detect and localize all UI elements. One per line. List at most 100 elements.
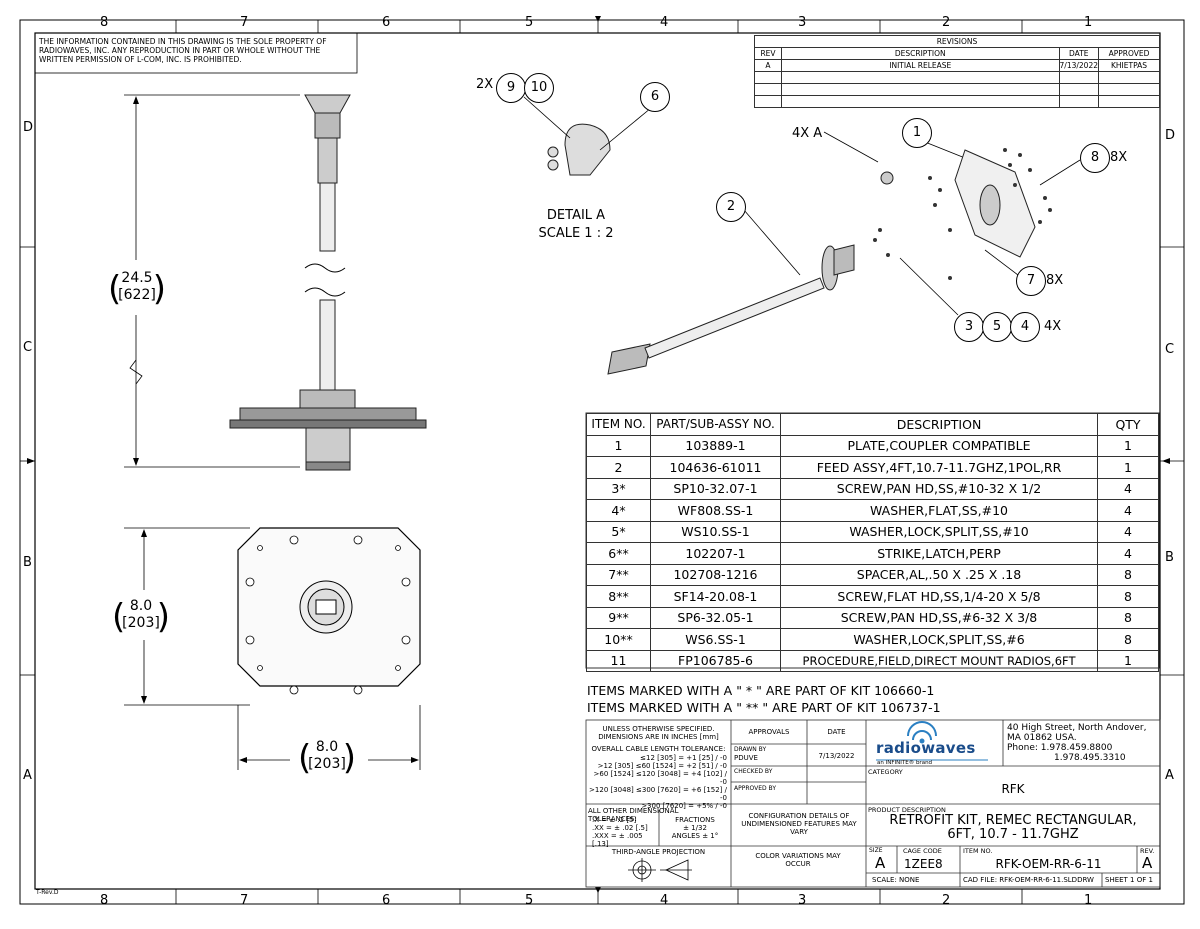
balloon-8-qty: 8X <box>1110 150 1128 165</box>
bom-header-part: PART/SUB-ASSY NO. <box>650 413 781 436</box>
balloon-4: 4 <box>1010 312 1040 342</box>
date-label: DATE <box>827 728 846 736</box>
balloon-7-qty: 8X <box>1046 273 1064 288</box>
other-tolerance-label: ALL OTHER DIMENSIONAL TOLERANCES: <box>588 807 679 823</box>
rev-header-description: DESCRIPTION <box>781 47 1060 60</box>
scale-note: SCALE: NONE <box>872 876 920 884</box>
approvals-label: APPROVALS <box>748 728 790 736</box>
rev-label: REV. <box>1140 847 1155 855</box>
category-value: RFK <box>1001 782 1025 796</box>
bottom-mm: [203] <box>308 756 346 772</box>
zone-bottom-2: 2 <box>942 893 951 908</box>
bom-item: 6** <box>586 542 651 565</box>
balloon-4-qty: 4X <box>1044 319 1062 334</box>
bom-header-description: DESCRIPTION <box>780 413 1098 436</box>
bom-qty: 4 <box>1097 499 1159 522</box>
form-revision: T-Rev.D <box>36 889 59 896</box>
item-number-value: RFK-OEM-RR-6-11 <box>995 857 1102 871</box>
zone-bottom-5: 5 <box>525 893 534 908</box>
bom-qty: 8 <box>1097 606 1159 629</box>
balloon-1: 1 <box>902 118 932 148</box>
bom-part: WS10.SS-1 <box>650 520 781 543</box>
bom-qty: 1 <box>1097 456 1159 479</box>
rev-row-approved: KHIETPAS <box>1098 59 1160 72</box>
cage-code-label: CAGE CODE <box>903 847 942 855</box>
balloon-8: 8 <box>1080 143 1110 173</box>
bom-description: SCREW,FLAT HD,SS,1/4-20 X 5/8 <box>780 585 1098 608</box>
zone-bottom-3: 3 <box>798 893 807 908</box>
side-value: 8.0 <box>129 598 153 614</box>
detail-qty-2x: 2X <box>476 77 494 92</box>
zone-top-8: 8 <box>100 15 109 30</box>
item-number-label: ITEM NO. <box>963 847 993 855</box>
bom-item: 9** <box>586 606 651 629</box>
bom-qty: 1 <box>1097 649 1159 672</box>
bom-description: PROCEDURE,FIELD,DIRECT MOUNT RADIOS,6FT <box>780 649 1098 672</box>
company-logo: radiowaves <box>876 739 976 757</box>
zone-left-a: A <box>23 768 32 783</box>
size-label: SIZE <box>869 847 883 854</box>
balloon-6: 6 <box>640 82 670 112</box>
bom-description: WASHER,LOCK,SPLIT,SS,#10 <box>780 520 1098 543</box>
bom-item: 10** <box>586 628 651 651</box>
bom-item: 2 <box>586 456 651 479</box>
bom-item: 4* <box>586 499 651 522</box>
bom-description: PLATE,COUPLER COMPATIBLE <box>780 434 1098 457</box>
zone-bottom-7: 7 <box>240 893 249 908</box>
zone-bottom-4: 4 <box>660 893 669 908</box>
zone-right-d: D <box>1165 128 1176 143</box>
bom-item: 11 <box>586 649 651 672</box>
zone-right-b: B <box>1165 550 1174 565</box>
zone-top-5: 5 <box>525 15 534 30</box>
bom-qty: 4 <box>1097 520 1159 543</box>
rev-row-date: 7/13/2022 <box>1058 59 1100 72</box>
bom-qty: 1 <box>1097 434 1159 457</box>
kit-note-double-star: ITEMS MARKED WITH A " ** " ARE PART OF K… <box>587 700 941 715</box>
balloon-2: 2 <box>716 192 746 222</box>
proprietary-notice: THE INFORMATION CONTAINED IN THIS DRAWIN… <box>39 37 327 64</box>
rev-value: A <box>1142 854 1153 872</box>
zone-left-b: B <box>23 555 32 570</box>
zone-top-2: 2 <box>942 15 951 30</box>
balloon-10: 10 <box>524 73 554 103</box>
zone-left-c: C <box>23 340 33 355</box>
company-logo-tagline: an INFINITE® brand <box>877 760 933 766</box>
bill-of-materials: ITEM NO. PART/SUB-ASSY NO. DESCRIPTION Q… <box>586 413 1159 672</box>
bom-item: 1 <box>586 434 651 457</box>
zone-top-1: 1 <box>1084 15 1093 30</box>
bom-item: 7** <box>586 563 651 586</box>
drawn-by-label: DRAWN BY <box>734 746 767 753</box>
bom-part: 103889-1 <box>650 434 781 457</box>
drawn-by-name: PDUVE <box>734 754 758 762</box>
zone-top-7: 7 <box>240 15 249 30</box>
zone-top-3: 3 <box>798 15 807 30</box>
bom-item: 5* <box>586 520 651 543</box>
bottom-value: 8.0 <box>315 739 339 755</box>
bom-description: STRIKE,LATCH,PERP <box>780 542 1098 565</box>
zone-bottom-1: 1 <box>1084 893 1093 908</box>
bom-header-qty: QTY <box>1097 413 1159 436</box>
kit-notes: ITEMS MARKED WITH A " * " ARE PART OF KI… <box>587 682 941 716</box>
sheet-number: SHEET 1 OF 1 <box>1105 876 1153 884</box>
balloon-9: 9 <box>496 73 526 103</box>
bom-description: SPACER,AL,.50 X .25 X .18 <box>780 563 1098 586</box>
rev-row-description: INITIAL RELEASE <box>781 59 1060 72</box>
balloon-7: 7 <box>1016 266 1046 296</box>
zone-right-a: A <box>1165 768 1174 783</box>
detail-ref-4x-a: 4X A <box>792 126 823 141</box>
color-variation-note: COLOR VARIATIONS MAY OCCUR <box>755 852 841 868</box>
zone-right-c: C <box>1165 342 1175 357</box>
bottom-dimension: ( 8.0 [203] ) <box>298 738 356 778</box>
side-mm: [203] <box>122 615 160 631</box>
balloon-3: 3 <box>954 312 984 342</box>
rev-header-approved: APPROVED <box>1098 47 1160 60</box>
bom-part: 102207-1 <box>650 542 781 565</box>
